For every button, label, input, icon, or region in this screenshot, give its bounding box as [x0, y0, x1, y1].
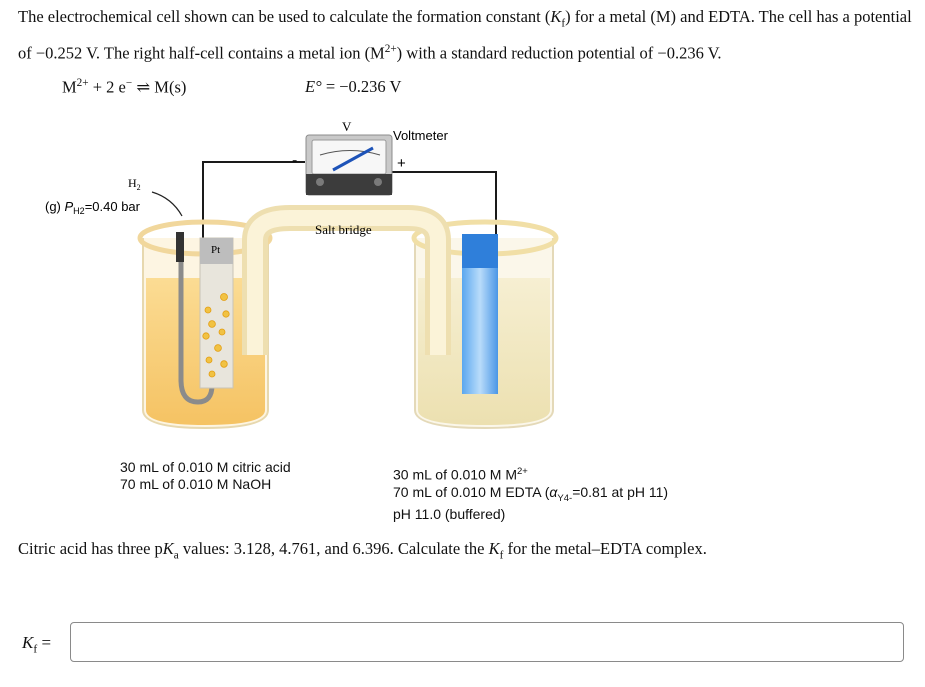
right-line-3: pH 11.0 (buffered)	[393, 506, 506, 523]
hydrogen-tube	[178, 238, 215, 405]
question-text-3: for the metal–EDTA complex.	[503, 539, 707, 558]
potential-value: = −0.236 V	[321, 77, 402, 96]
voltmeter-label: Voltmeter	[393, 128, 449, 143]
answer-row: Kf =	[22, 622, 908, 666]
ion-charge: 2+	[384, 43, 397, 56]
metal-symbol: M	[62, 77, 77, 97]
alpha-symbol: α	[549, 483, 558, 500]
kf-symbol-question: K	[488, 539, 500, 558]
question-paragraph: Citric acid has three pKa values: 3.128,…	[18, 536, 707, 568]
potential-symbol: E°	[305, 77, 322, 96]
h2-pressure-label: (g) PH2=0.40 bar	[45, 199, 141, 216]
right-line-2-text: 70 mL of 0.010 M EDTA (	[393, 483, 550, 500]
right-line-2: 70 mL of 0.010 M EDTA (αY4-=0.81 at pH 1…	[393, 484, 668, 507]
reaction-product: M(s)	[154, 77, 187, 97]
left-line-2: 70 mL of 0.010 M NaOH	[120, 476, 272, 492]
standard-potential: E° = −0.236 V	[305, 77, 401, 97]
voltmeter-symbol: V	[342, 119, 352, 134]
h2-label: H2	[128, 176, 141, 192]
metal-charge: 2+	[76, 77, 89, 89]
kf-subscript: f	[561, 17, 566, 30]
electrons: + 2 e	[88, 77, 126, 97]
kf-answer-equals: =	[37, 633, 52, 652]
kf-answer-symbol: K	[22, 633, 34, 652]
kf-answer-input[interactable]	[70, 622, 904, 662]
salt-bridge	[242, 205, 451, 355]
kf-answer-subscript: f	[33, 642, 38, 656]
kf-answer-label: Kf =	[22, 633, 51, 655]
positive-terminal: +	[397, 155, 406, 172]
pt-wire	[176, 232, 184, 262]
right-cell-contents: 30 mL of 0.010 M M2+ 70 mL of 0.010 M ED…	[393, 463, 668, 523]
circuit-wires	[202, 161, 497, 238]
intro-text-2: ) for a metal (M) and EDTA. The cell has…	[18, 7, 912, 63]
question-text-1: Citric acid has three p	[18, 539, 163, 558]
intro-paragraph: The electrochemical cell shown can be us…	[18, 4, 913, 67]
kf-symbol: K	[550, 7, 562, 26]
negative-terminal: -	[292, 152, 297, 169]
intro-text-3: ) with a standard reduction potential of…	[396, 43, 722, 63]
question-text-2: values: 3.128, 4.761, and 6.396. Calcula…	[178, 539, 489, 558]
voltmeter	[305, 134, 393, 196]
equilibrium-arrow: ⇌	[132, 77, 155, 97]
electron-charge: −	[125, 77, 133, 89]
ka-symbol: K	[162, 539, 174, 558]
ka-subscript: a	[173, 549, 179, 562]
right-line-2-end: =0.81 at pH 11)	[572, 483, 669, 500]
alpha-subscript: Y4-	[557, 492, 573, 504]
electrochemical-cell-figure: V Voltmeter - + H2 (g) PH2=0.40 bar Salt…	[45, 119, 559, 430]
right-line-1: 30 mL of 0.010 M M2+	[393, 463, 668, 484]
right-line-1-text: 30 mL of 0.010 M M	[393, 466, 517, 483]
left-line-1: 30 mL of 0.010 M citric acid	[120, 459, 291, 475]
half-reaction: M2+ + 2 e− ⇌ M(s)	[62, 77, 186, 98]
kf-subscript-question: f	[499, 549, 504, 562]
left-cell-contents: 30 mL of 0.010 M citric acid 70 mL of 0.…	[120, 459, 291, 493]
hydrogen-bubbles	[202, 293, 230, 378]
pt-label: Pt	[211, 244, 220, 256]
salt-bridge-label: Salt bridge	[315, 222, 372, 237]
right-line-1-charge: 2+	[516, 466, 528, 477]
h2-arrow	[151, 191, 183, 217]
intro-text-1: The electrochemical cell shown can be us…	[18, 7, 551, 26]
